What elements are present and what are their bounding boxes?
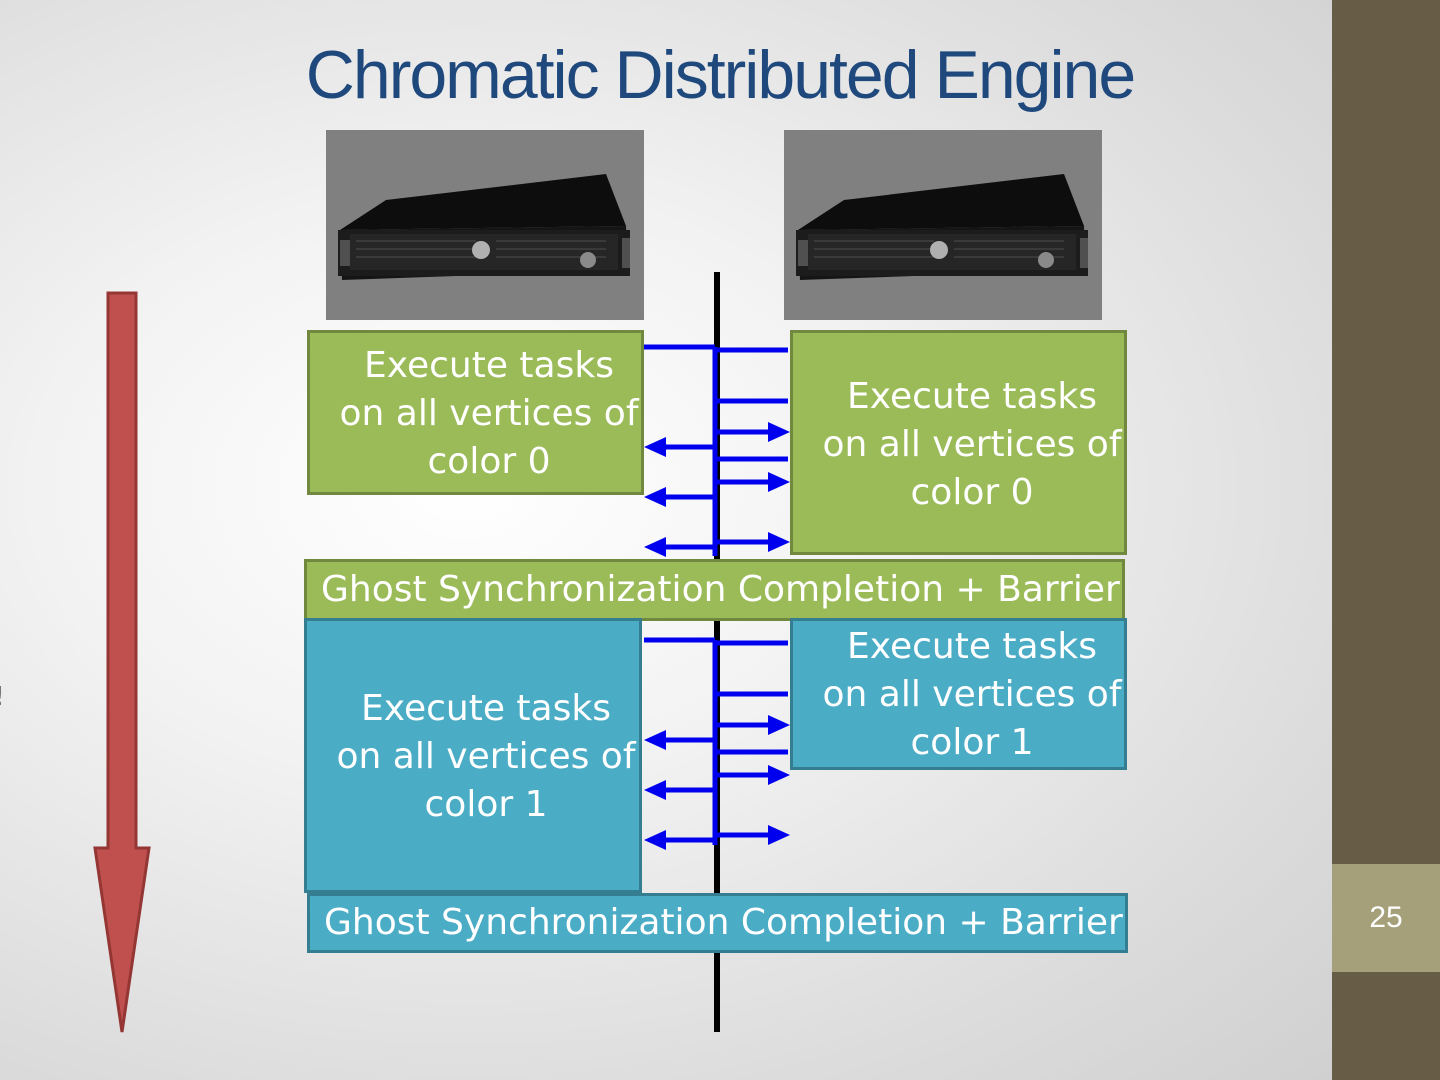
page-number-box: 25 xyxy=(1332,864,1440,972)
phase-0-msg-arrowhead-left-3 xyxy=(644,537,666,557)
phase-1-msg-arrowhead-right-3 xyxy=(768,825,790,845)
phase-0-msg-arrowhead-right-3 xyxy=(768,532,790,552)
phase-1-msg-arrowhead-left-2 xyxy=(644,780,666,800)
ghost-sync-message-arrows xyxy=(0,0,1332,1080)
phase-1-msg-arrowhead-right-1 xyxy=(768,715,790,735)
page-number: 25 xyxy=(1369,901,1402,935)
phase-1-msg-arrowhead-left-1 xyxy=(644,730,666,750)
phase-0-msg-arrowhead-left-1 xyxy=(644,437,666,457)
slide: ! Chromatic Distributed Engine xyxy=(0,0,1332,1080)
phase-0-msg-arrowhead-right-1 xyxy=(768,422,790,442)
phase-1-msg-arrowhead-right-2 xyxy=(768,765,790,785)
phase-0-msg-arrowhead-right-2 xyxy=(768,472,790,492)
phase-0-msg-arrowhead-left-2 xyxy=(644,487,666,507)
phase-1-msg-arrowhead-left-3 xyxy=(644,830,666,850)
